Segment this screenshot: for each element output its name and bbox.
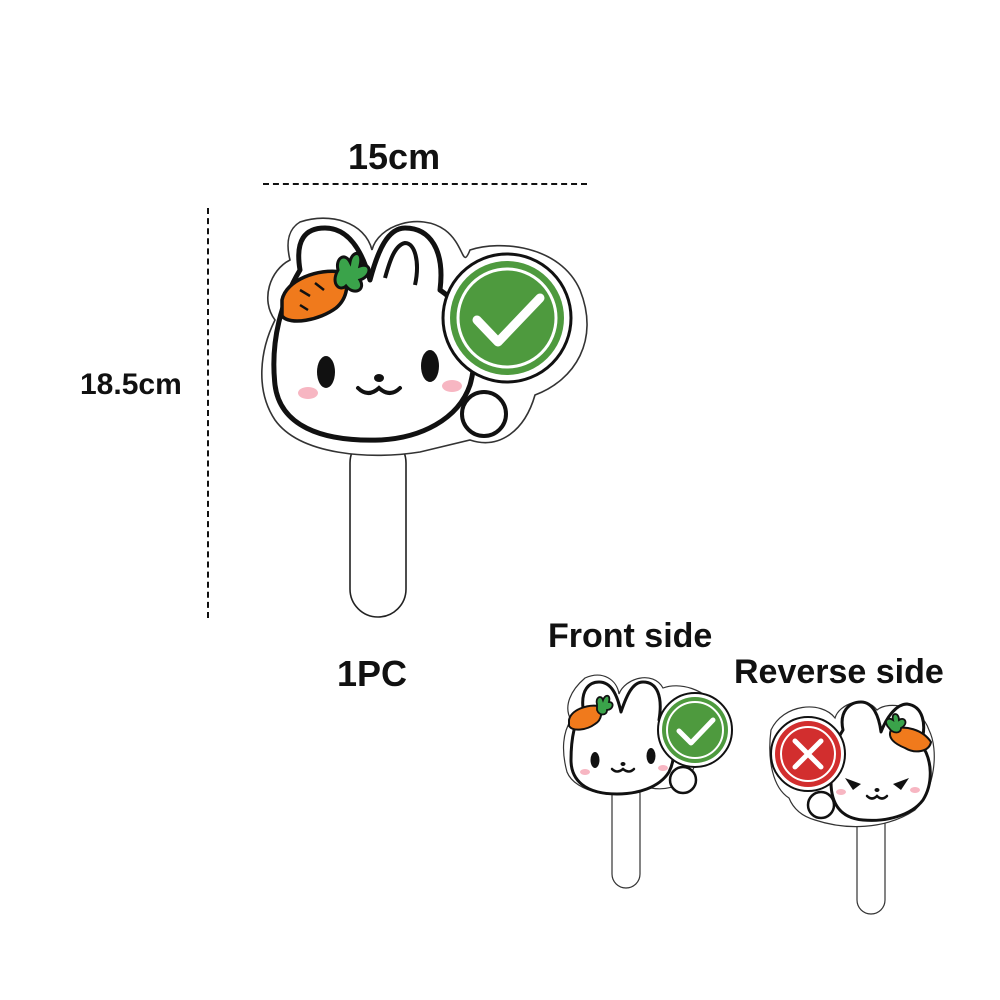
height-label: 18.5cm	[80, 368, 182, 401]
bunny-left-eye	[317, 356, 335, 388]
bunny-right-eye	[421, 350, 439, 382]
bunny-mouth	[356, 385, 402, 395]
cross-mark-icon	[770, 716, 846, 792]
check-mark-icon	[657, 692, 733, 768]
carrot-icon	[280, 252, 371, 323]
check-mark-icon	[441, 252, 573, 384]
carrot-icon	[885, 713, 933, 753]
width-dimension-line	[263, 183, 587, 185]
small-paddle-front	[562, 674, 733, 889]
height-dimension-line	[207, 208, 209, 618]
front-side-label: Front side	[548, 617, 713, 655]
quantity-label: 1PC	[337, 653, 408, 694]
bunny-paw	[460, 390, 508, 438]
small-paddle-reverse	[769, 700, 935, 915]
paddle-handle	[349, 434, 407, 618]
carrot-icon	[568, 694, 614, 731]
reverse-side-label: Reverse side	[734, 653, 944, 691]
width-label: 15cm	[348, 136, 441, 177]
